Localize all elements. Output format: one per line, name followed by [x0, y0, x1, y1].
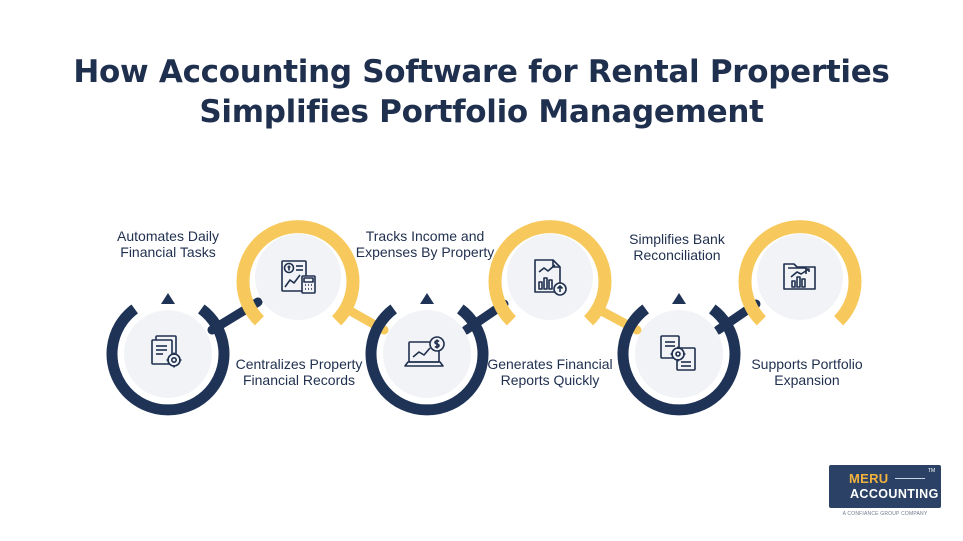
ring-5-navy [617, 304, 741, 416]
report-chart-icon [534, 259, 567, 296]
portfolio-growth-icon [783, 263, 816, 290]
ring-6-yellow [738, 220, 862, 326]
logo-divider [895, 478, 925, 479]
pointer-5 [672, 293, 686, 304]
logo-brand: MERU [849, 471, 889, 486]
pointer-3 [420, 293, 434, 304]
document-gear-icon [151, 335, 182, 368]
ring-3-navy [365, 304, 489, 416]
inner-circle-4 [507, 234, 593, 320]
step-1-label: Automates Daily Financial Tasks [117, 228, 219, 260]
pointer-1 [161, 293, 175, 304]
ring-1-navy [106, 304, 230, 416]
step-5-label: Simplifies Bank Reconciliation [629, 231, 725, 263]
step-3-label: Tracks Income and Expenses By Property [355, 228, 495, 260]
ring-2-yellow [236, 220, 360, 326]
title-line-2: Simplifies Portfolio Management [199, 94, 764, 130]
step-4-label: Generates Financial Reports Quickly [487, 356, 613, 388]
documents-gear-icon [660, 335, 696, 371]
step-2-label: Centralizes Property Financial Records [235, 356, 363, 388]
logo-accounting: ACCOUNTING [850, 487, 939, 501]
title-line-1: How Accounting Software for Rental Prope… [73, 54, 890, 90]
meru-accounting-logo: MERU ACCOUNTING TM [829, 465, 941, 508]
ring-4-yellow [488, 220, 612, 326]
logo-tagline: A CONFIANCE GROUP COMPANY [842, 511, 928, 517]
finance-records-icon [281, 260, 316, 294]
laptop-dollar-icon [404, 336, 445, 367]
inner-circle-3 [383, 310, 471, 398]
logo-trademark: TM [928, 468, 936, 474]
page-title: How Accounting Software for Rental Prope… [0, 52, 963, 132]
step-6-label: Supports Portfolio Expansion [751, 356, 863, 388]
